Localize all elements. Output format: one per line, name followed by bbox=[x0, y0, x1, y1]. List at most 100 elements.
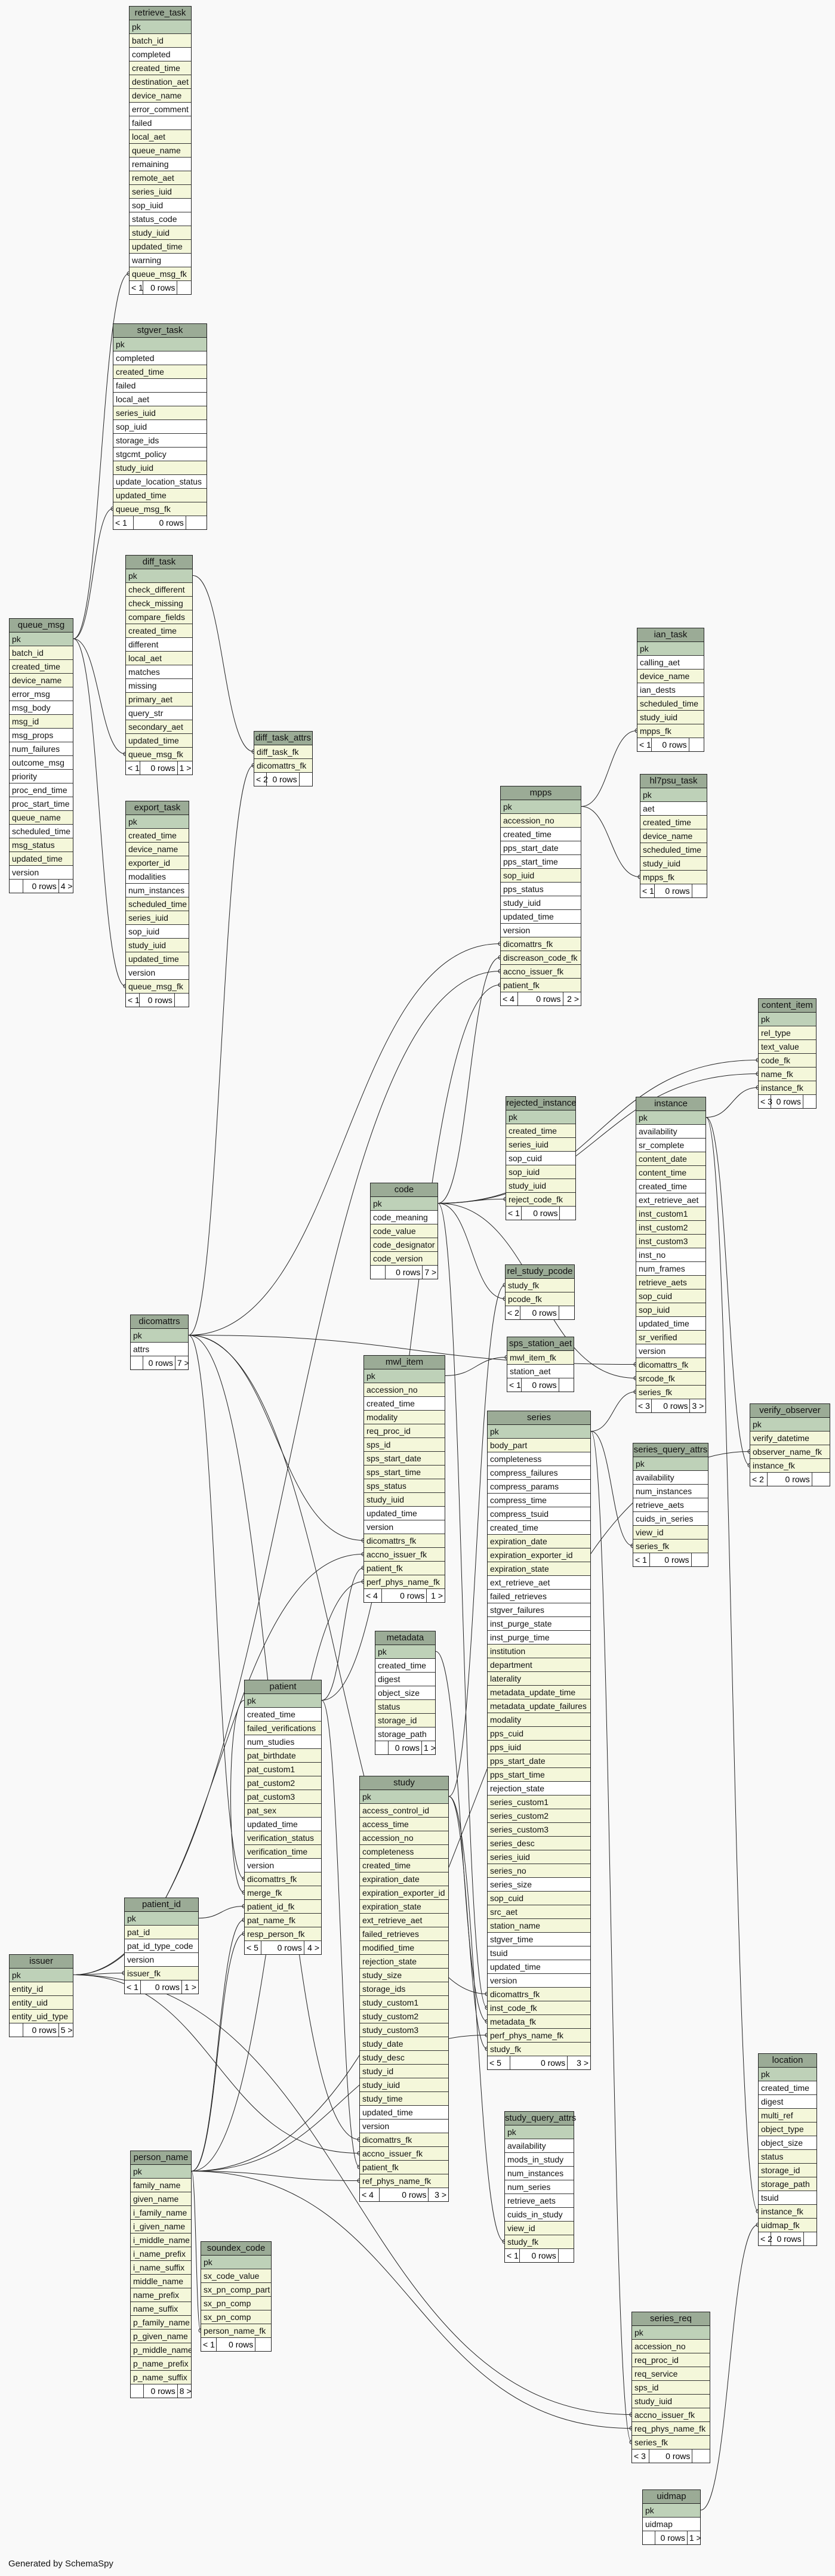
column-row: modified_time bbox=[360, 1941, 448, 1955]
column-row: pat_custom2 bbox=[245, 1776, 321, 1790]
column-row: expiration_state bbox=[488, 1562, 590, 1576]
column-row: stgver_time bbox=[488, 1933, 590, 1946]
parents-count bbox=[10, 2023, 24, 2037]
column-row: sop_iuid bbox=[113, 420, 207, 434]
column-row: series_size bbox=[488, 1878, 590, 1892]
column-row: sop_cuid bbox=[506, 1152, 575, 1165]
column-row: availability bbox=[505, 2139, 574, 2153]
column-row: pk bbox=[125, 1912, 198, 1926]
column-row: storage_ids bbox=[113, 434, 207, 448]
column-row: multi_ref bbox=[759, 2109, 816, 2122]
column-row: device_name bbox=[637, 670, 704, 683]
children-count: 2 > bbox=[567, 994, 579, 1004]
column-row: sx_pn_comp bbox=[201, 2297, 271, 2310]
column-row: study_fk bbox=[506, 1279, 574, 1292]
children-count bbox=[177, 281, 191, 294]
column-row: failed_retrieves bbox=[360, 1927, 448, 1941]
column-row: pat_sex bbox=[245, 1804, 321, 1818]
parents-count: < 1 bbox=[125, 1980, 141, 1994]
column-row: destination_aet bbox=[130, 75, 191, 89]
column-row: matches bbox=[126, 665, 192, 679]
column-row: pk bbox=[506, 1110, 575, 1124]
column-row: created_time bbox=[506, 1124, 575, 1138]
children-count: 8 > bbox=[179, 2386, 192, 2396]
relationship-line bbox=[73, 273, 130, 639]
children-count: 4 > bbox=[307, 1943, 319, 1952]
column-row: updated_time bbox=[245, 1818, 321, 1831]
column-row: sps_id bbox=[632, 2381, 710, 2395]
column-row: p_given_name bbox=[131, 2330, 191, 2343]
column-row: entity_id bbox=[10, 1982, 73, 1996]
table-title: study bbox=[360, 1776, 448, 1790]
relationship-line bbox=[437, 1199, 506, 1204]
column-row: object_size bbox=[759, 2136, 816, 2150]
column-row: created_time bbox=[245, 1708, 321, 1722]
relationship-line bbox=[448, 1796, 505, 2242]
column-row: object_type bbox=[759, 2122, 816, 2136]
column-row: expiration_date bbox=[360, 1872, 448, 1886]
parents-count: < 4 bbox=[360, 2188, 380, 2201]
table-title: series bbox=[488, 1411, 590, 1425]
column-row: study_size bbox=[360, 1969, 448, 1982]
column-row: metadata_update_failures bbox=[488, 1699, 590, 1713]
relationship-line bbox=[437, 957, 501, 1204]
column-row: p_family_name bbox=[131, 2316, 191, 2330]
column-row: pk bbox=[113, 338, 207, 351]
column-row: updated_time bbox=[360, 2106, 448, 2120]
parents-count: < 1 bbox=[126, 994, 140, 1007]
column-row: queue_name bbox=[130, 144, 191, 158]
relationship-line bbox=[437, 1073, 759, 1204]
column-row: created_time bbox=[130, 61, 191, 75]
column-row: tsuid bbox=[488, 1946, 590, 1960]
parents-count: < 3 bbox=[632, 2449, 649, 2463]
children-count: 4 > bbox=[60, 881, 73, 891]
table-title: export_task bbox=[126, 801, 189, 815]
column-row: compare_fields bbox=[126, 610, 192, 624]
column-row: study_desc bbox=[360, 2051, 448, 2065]
column-row: content_time bbox=[636, 1166, 705, 1180]
column-row: completeness bbox=[488, 1452, 590, 1466]
table-title: patient bbox=[245, 1680, 321, 1694]
parents-count: < 1 bbox=[126, 761, 141, 775]
relationship-line bbox=[321, 985, 501, 1701]
column-row: stgver_failures bbox=[488, 1603, 590, 1617]
children-count bbox=[559, 2249, 574, 2262]
column-row: pps_start_time bbox=[501, 855, 581, 869]
column-row: pk bbox=[636, 1111, 705, 1125]
